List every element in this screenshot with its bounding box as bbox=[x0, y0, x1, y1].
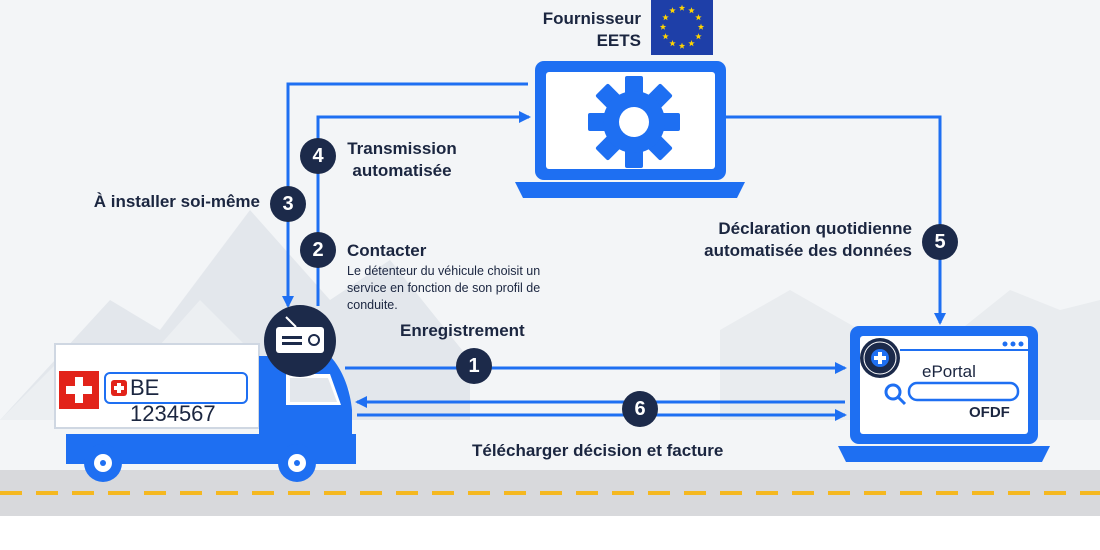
eu-star bbox=[688, 7, 695, 14]
step-6-label: Télécharger décision et facture bbox=[472, 441, 724, 460]
eu-star bbox=[695, 14, 702, 21]
eu-star bbox=[662, 33, 669, 40]
plate-number: BE 1234567 bbox=[130, 375, 216, 426]
step-badge-4: 4 bbox=[300, 138, 336, 174]
step-4-label: Transmission automatisée bbox=[347, 139, 457, 180]
eets-laptop-icon bbox=[515, 61, 745, 198]
eu-flag-icon bbox=[651, 0, 713, 55]
eu-star bbox=[695, 33, 702, 40]
swiss-flag-small-icon bbox=[111, 380, 127, 396]
eu-star bbox=[669, 40, 676, 47]
step-3-label: À installer soi-même bbox=[93, 192, 260, 211]
eu-star bbox=[678, 42, 686, 49]
eportal-title: ePortal bbox=[922, 362, 976, 381]
road bbox=[0, 470, 1100, 550]
swiss-flag-icon bbox=[59, 371, 99, 409]
license-plate: BE 1234567 bbox=[104, 372, 248, 426]
step-badge-2: 2 bbox=[300, 232, 336, 268]
eportal-organization: OFDF bbox=[969, 404, 1010, 421]
eu-star bbox=[697, 23, 705, 30]
step-badge-3: 3 bbox=[270, 186, 306, 222]
eportal-search-box bbox=[907, 381, 1020, 402]
eportal-laptop-icon bbox=[838, 326, 1050, 462]
step-1-label: Enregistrement bbox=[400, 321, 525, 340]
truck-wheel-front bbox=[84, 444, 122, 482]
gear-icon bbox=[588, 76, 680, 168]
step-badge-1: 1 bbox=[456, 348, 492, 384]
eu-star bbox=[662, 14, 669, 21]
search-icon bbox=[884, 383, 907, 406]
step-2-label: Contacter bbox=[347, 241, 427, 260]
arrow-step3 bbox=[282, 82, 528, 308]
truck-wheel-rear bbox=[278, 444, 316, 482]
step-2-description: Le détenteur du véhicule choisit un serv… bbox=[347, 264, 541, 312]
eets-provider-label: Fournisseur EETS bbox=[542, 9, 641, 50]
eu-star bbox=[659, 23, 667, 30]
eu-star bbox=[669, 7, 676, 14]
step-badge-6: 6 bbox=[622, 391, 658, 427]
step-badge-5: 5 bbox=[922, 224, 958, 260]
eu-star bbox=[678, 4, 686, 11]
step-5-label: Déclaration quotidienne automatisée des … bbox=[704, 219, 912, 260]
eu-star bbox=[688, 40, 695, 47]
obu-device-icon bbox=[264, 305, 336, 377]
eportal-seal-icon bbox=[860, 338, 900, 378]
